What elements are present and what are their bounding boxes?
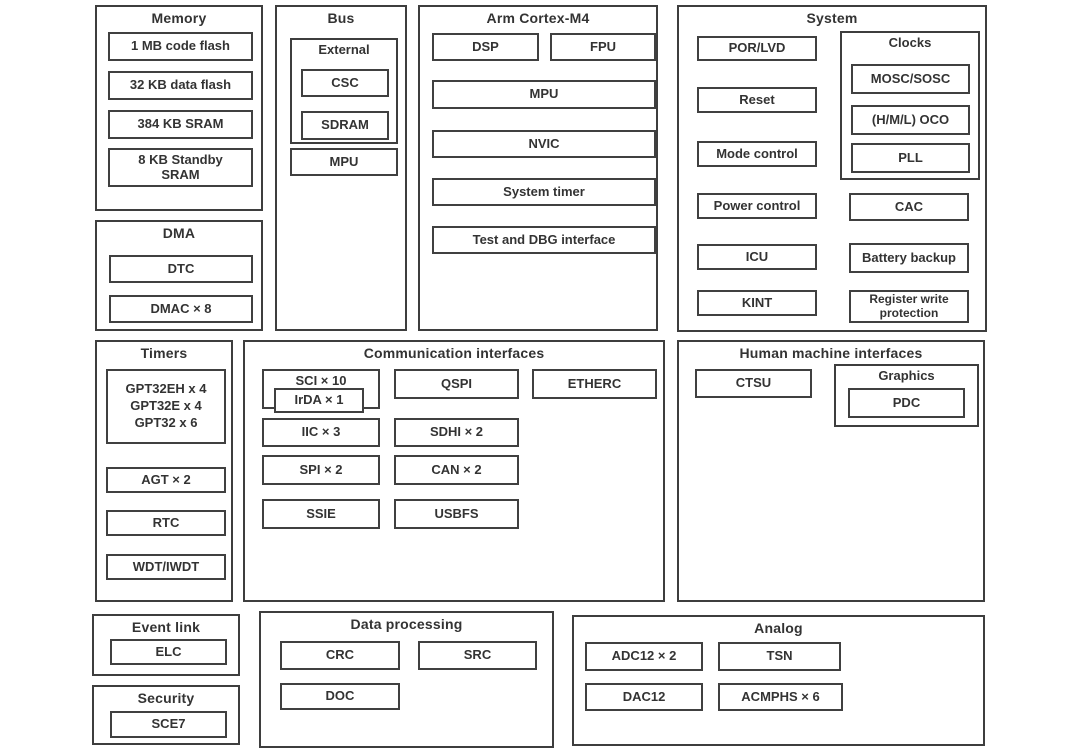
gpt-line-1: GPT32EH x 4 [125, 381, 207, 397]
box-ctsu: CTSU [695, 369, 812, 398]
box-dtc: DTC [109, 255, 253, 283]
box-doc: DOC [280, 683, 400, 710]
memory-block: Memory 1 MB code flash 32 KB data flash … [95, 5, 263, 211]
box-icu: ICU [697, 244, 817, 270]
box-sdhi: SDHI × 2 [394, 418, 519, 447]
event-link-title: Event link [131, 619, 201, 635]
box-spi: SPI × 2 [262, 455, 380, 485]
box-kint: KINT [697, 290, 817, 316]
box-agt: AGT × 2 [106, 467, 226, 493]
gpt-line-2: GPT32E x 4 [130, 398, 202, 414]
box-system-timer: System timer [432, 178, 656, 206]
box-pdc: PDC [848, 388, 965, 418]
gpt-line-3: GPT32 x 6 [134, 414, 198, 430]
box-wdt-iwdt: WDT/IWDT [106, 554, 226, 580]
analog-title: Analog [754, 620, 803, 636]
box-nvic: NVIC [432, 130, 656, 158]
dma-title: DMA [162, 225, 196, 241]
system-title: System [806, 10, 858, 26]
timers-title: Timers [140, 345, 188, 361]
box-mode-control: Mode control [697, 141, 817, 167]
security-title: Security [137, 690, 195, 706]
bus-title: Bus [327, 10, 355, 26]
data-processing-title: Data processing [350, 616, 463, 632]
box-ssie: SSIE [262, 499, 380, 529]
box-pll: PLL [851, 143, 970, 173]
system-block: System POR/LVD Reset Mode control Power … [677, 5, 987, 332]
box-battery-backup: Battery backup [849, 243, 969, 273]
box-tsn: TSN [718, 642, 841, 671]
box-irda: IrDA × 1 [274, 388, 364, 413]
box-bus-mpu: MPU [290, 148, 398, 176]
box-code-flash: 1 MB code flash [108, 32, 253, 61]
box-iic: IIC × 3 [262, 418, 380, 447]
event-link-block: Event link ELC [92, 614, 240, 676]
cortex-title: Arm Cortex-M4 [486, 10, 590, 26]
hmi-title: Human machine interfaces [739, 345, 923, 361]
box-adc12: ADC12 × 2 [585, 642, 703, 671]
box-fpu: FPU [550, 33, 656, 61]
box-elc: ELC [110, 639, 227, 665]
box-register-write-protection: Register write protection [849, 290, 969, 323]
box-reset: Reset [697, 87, 817, 113]
box-sce7: SCE7 [110, 711, 227, 738]
clocks-group: Clocks MOSC/SOSC (H/M/L) OCO PLL [840, 31, 980, 180]
analog-block: Analog ADC12 × 2 TSN DAC12 ACMPHS × 6 [572, 615, 985, 746]
timers-block: Timers GPT32EH x 4 GPT32E x 4 GPT32 x 6 … [95, 340, 233, 602]
hmi-block: Human machine interfaces CTSU Graphics P… [677, 340, 985, 602]
graphics-group: Graphics PDC [834, 364, 979, 427]
box-test-dbg: Test and DBG interface [432, 226, 656, 254]
box-data-flash: 32 KB data flash [108, 71, 253, 100]
box-sdram: SDRAM [301, 111, 389, 140]
dma-block: DMA DTC DMAC × 8 [95, 220, 263, 331]
box-sram: 384 KB SRAM [108, 110, 253, 139]
bus-external-title: External [318, 42, 370, 57]
box-por-lvd: POR/LVD [697, 36, 817, 61]
box-oco: (H/M/L) OCO [851, 105, 970, 135]
data-processing-block: Data processing CRC SRC DOC [259, 611, 554, 748]
cortex-block: Arm Cortex-M4 DSP FPU MPU NVIC System ti… [418, 5, 658, 331]
box-dsp: DSP [432, 33, 539, 61]
box-etherc: ETHERC [532, 369, 657, 399]
clocks-title: Clocks [888, 35, 932, 50]
box-can: CAN × 2 [394, 455, 519, 485]
box-usbfs: USBFS [394, 499, 519, 529]
box-csc: CSC [301, 69, 389, 97]
box-standby-sram: 8 KB Standby SRAM [108, 148, 253, 187]
box-power-control: Power control [697, 193, 817, 219]
comm-block: Communication interfaces SCI × 10 IrDA ×… [243, 340, 665, 602]
graphics-title: Graphics [878, 368, 935, 383]
box-acmphs: ACMPHS × 6 [718, 683, 843, 711]
box-qspi: QSPI [394, 369, 519, 399]
security-block: Security SCE7 [92, 685, 240, 745]
box-crc: CRC [280, 641, 400, 670]
box-dmac: DMAC × 8 [109, 295, 253, 323]
box-cortex-mpu: MPU [432, 80, 656, 109]
bus-external-group: External CSC SDRAM [290, 38, 398, 144]
bus-block: Bus External CSC SDRAM MPU [275, 5, 407, 331]
box-rtc: RTC [106, 510, 226, 536]
box-gpt: GPT32EH x 4 GPT32E x 4 GPT32 x 6 [106, 369, 226, 444]
box-cac: CAC [849, 193, 969, 221]
memory-title: Memory [151, 10, 207, 26]
comm-title: Communication interfaces [363, 345, 545, 361]
box-dac12: DAC12 [585, 683, 703, 711]
box-src: SRC [418, 641, 537, 670]
box-mosc-sosc: MOSC/SOSC [851, 64, 970, 94]
